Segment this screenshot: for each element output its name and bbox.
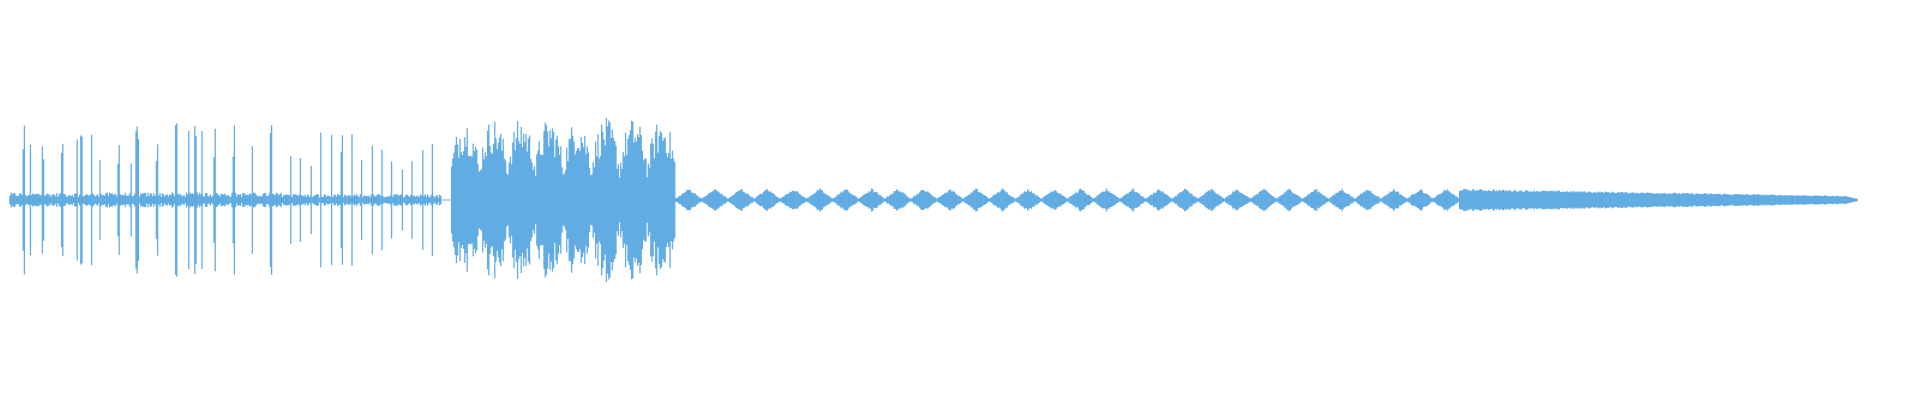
waveform-trace [9, 117, 1858, 283]
